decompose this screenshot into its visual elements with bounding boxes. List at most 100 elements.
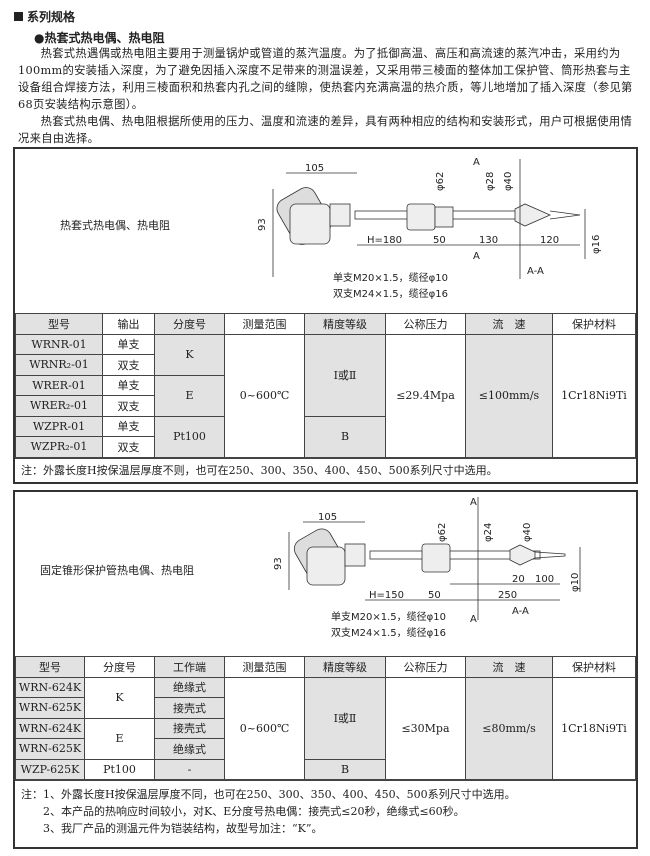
- dim-phi62: φ62: [435, 172, 446, 191]
- model-cell: WRNR₂-01: [15, 354, 103, 376]
- material-cell: 1Cr18Ni9Ti: [552, 333, 636, 458]
- product-1-note: 注：外露长度H按保温层厚度不则，也可在250、300、350、400、450、5…: [15, 457, 636, 482]
- dim-H: H=150: [369, 590, 404, 601]
- header-cell: 流 速: [465, 313, 553, 335]
- product-2-title: 固定锥形保护管热电偶、热电阻: [40, 564, 194, 577]
- dim-phi24: φ24: [483, 523, 494, 542]
- header-cell: 分度号: [84, 656, 155, 678]
- intro-paragraph-1: 热套式热遇偶或热电阻主要用于测量锅炉或管道的蒸汽温度。为了抵御高温、高压和高流速…: [18, 47, 633, 111]
- header-cell: 保护材料: [552, 313, 636, 335]
- dim-height: 93: [257, 218, 268, 231]
- output-cell: 双支: [102, 354, 155, 376]
- dim-130: 130: [479, 235, 498, 246]
- thread-double: 双支M24×1.5，缆径φ16: [333, 287, 448, 300]
- note-line: 2、本产品的热响应时间较小，对K、E分度号热电偶：接壳式≤20秒，绝缘式≤60秒…: [43, 805, 465, 818]
- header-cell: 精度等级: [304, 313, 386, 335]
- model-cell: WZPR-01: [15, 415, 103, 437]
- output-cell: 双支: [102, 436, 155, 458]
- section-mark-top: A: [470, 497, 477, 508]
- header-cell: 公称压力: [385, 313, 466, 335]
- terminal-head: [293, 528, 347, 586]
- product-1-title: 热套式热电偶、热电阻: [60, 219, 170, 232]
- header-cell: 型号: [15, 313, 103, 335]
- dim-height: 93: [273, 557, 284, 570]
- header-cell: 输出: [102, 313, 155, 335]
- model-cell: WRN-624K: [15, 717, 85, 739]
- output-cell: 双支: [102, 395, 155, 417]
- dim-250: 250: [498, 590, 517, 601]
- junction-cell: 绝缘式: [154, 676, 225, 698]
- dim-width: 105: [318, 512, 337, 523]
- range-cell: 0~600℃: [224, 676, 305, 780]
- table-header-row: 型号分度号工作端测量范围精度等级公称压力流 速保护材料: [15, 656, 636, 678]
- header-cell: 分度号: [154, 313, 225, 335]
- header-cell: 保护材料: [552, 656, 636, 678]
- model-cell: WRN-625K: [15, 738, 85, 760]
- graduation-cell: Pt100: [154, 415, 225, 458]
- note-line: 注：1、外露长度H按保温层厚度不同，也可在250、300、350、400、450…: [21, 788, 516, 801]
- model-cell: WRNR-01: [15, 333, 103, 355]
- graduation-cell: Pt100: [84, 758, 155, 780]
- output-cell: 单支: [102, 333, 155, 355]
- section-aa-label: A-A: [527, 266, 544, 277]
- thread-single: 单支M20×1.5，缆径φ10: [331, 610, 446, 623]
- dim-100: 100: [535, 574, 554, 585]
- section-mark-top: A: [473, 157, 480, 168]
- model-cell: WZPR₂-01: [15, 436, 103, 458]
- header-cell: 型号: [15, 656, 85, 678]
- pressure-cell: ≤30Mpa: [385, 676, 466, 780]
- speed-cell: ≤100mm/s: [465, 333, 553, 458]
- intro-paragraph-2: 热套式热电偶、热电阻根据所使用的压力、温度和流速的差异，具有两种相应的结构和安装…: [18, 115, 633, 145]
- output-cell: 单支: [102, 374, 155, 396]
- section-aa-label: A-A: [512, 606, 529, 617]
- product-2-notes: 注：1、外露长度H按保温层厚度不同，也可在250、300、350、400、450…: [15, 780, 636, 847]
- table-row: WRN-625K 绝缘式: [15, 738, 636, 760]
- junction-cell: 接壳式: [154, 697, 225, 719]
- dim-phi62: φ62: [437, 523, 448, 542]
- dim-120: 120: [540, 235, 559, 246]
- dim-20: 20: [512, 574, 525, 585]
- thread-double: 双支M24×1.5，缆径φ16: [331, 626, 446, 639]
- model-cell: WRN-624K: [15, 676, 85, 698]
- product-1-diagram: 热套式热电偶、热电阻 105 93 H=180 50 130 120 φ62 φ…: [15, 149, 636, 313]
- pressure-cell: ≤29.4Mpa: [385, 333, 466, 458]
- header-cell: 测量范围: [224, 313, 305, 335]
- header-cell: 测量范围: [224, 656, 305, 678]
- header-cell: 精度等级: [304, 656, 386, 678]
- terminal-head: [276, 187, 332, 245]
- dim-50: 50: [428, 590, 441, 601]
- model-cell: WZP-625K: [15, 758, 85, 780]
- section-title: 系列规格: [14, 8, 75, 25]
- accuracy-cell: Ⅰ或Ⅱ: [304, 676, 386, 760]
- junction-cell: 绝缘式: [154, 738, 225, 760]
- dim-H: H=180: [367, 235, 402, 246]
- graduation-cell: E: [84, 717, 155, 760]
- header-cell: 公称压力: [385, 656, 466, 678]
- dim-phi28: φ28: [485, 172, 496, 191]
- product-2-box: 固定锥形保护管热电偶、热电阻 105 93 H=150 50 250 20 10…: [13, 490, 638, 849]
- header-cell: 流 速: [465, 656, 553, 678]
- model-cell: WRER-01: [15, 374, 103, 396]
- section-title-text: 系列规格: [27, 10, 76, 24]
- product-1-drawing: [272, 159, 586, 279]
- product-1-box: 热套式热电偶、热电阻 105 93 H=180 50 130 120 φ62 φ…: [13, 147, 638, 484]
- thread-single: 单支M20×1.5，缆径φ10: [333, 271, 448, 284]
- range-cell: 0~600℃: [224, 333, 305, 458]
- junction-cell: 接壳式: [154, 717, 225, 739]
- section-mark-bottom: A: [473, 251, 480, 262]
- dim-phi40: φ40: [503, 172, 514, 191]
- product-2-diagram: 固定锥形保护管热电偶、热电阻 105 93 H=150 50 250 20 10…: [15, 492, 636, 656]
- accuracy-cell: B: [304, 415, 386, 458]
- dim-phi16: φ16: [591, 235, 602, 254]
- output-cell: 单支: [102, 415, 155, 437]
